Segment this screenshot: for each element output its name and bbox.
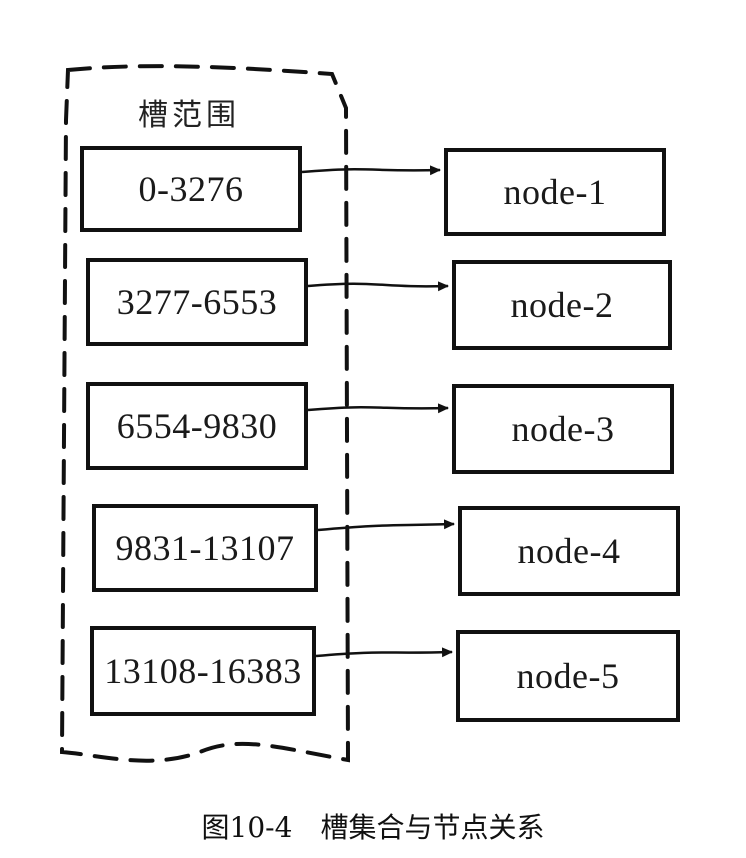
connector-arrow-1: [301, 165, 441, 176]
node-text-3: node-3: [511, 409, 615, 449]
slot-range-text-1: 0-3276: [138, 169, 244, 209]
slot-node-diagram: 槽范围 0-3276 3277-6553 6554-9830 9831-1310…: [59, 64, 680, 763]
slot-range-box-3: 6554-9830: [86, 382, 308, 470]
node-box-4: node-4: [458, 506, 680, 596]
node-text-2: node-2: [510, 285, 614, 325]
slot-range-box-4: 9831-13107: [92, 504, 318, 592]
slot-range-box-2: 3277-6553: [86, 258, 308, 346]
connector-arrow-5: [315, 647, 453, 658]
node-box-1: node-1: [444, 148, 666, 236]
slot-range-text-3: 6554-9830: [116, 406, 278, 446]
slot-range-text-4: 9831-13107: [115, 528, 295, 568]
slot-range-text-5: 13108-16383: [104, 651, 302, 691]
slot-range-text-2: 3277-6553: [116, 282, 278, 322]
node-box-5: node-5: [456, 630, 680, 722]
node-box-3: node-3: [452, 384, 674, 474]
slot-range-box-5: 13108-16383: [90, 626, 316, 716]
connector-arrow-4: [317, 519, 455, 532]
figure-caption: 图10-4 槽集合与节点关系: [201, 811, 545, 844]
node-text-5: node-5: [516, 656, 620, 696]
connector-arrow-2: [307, 281, 449, 292]
slot-range-box-1: 0-3276: [80, 146, 302, 232]
node-text-4: node-4: [517, 531, 621, 571]
node-box-2: node-2: [452, 260, 672, 350]
slot-range-label: 槽范围: [138, 98, 240, 133]
node-text-1: node-1: [503, 172, 607, 212]
connector-arrow-3: [307, 403, 449, 414]
